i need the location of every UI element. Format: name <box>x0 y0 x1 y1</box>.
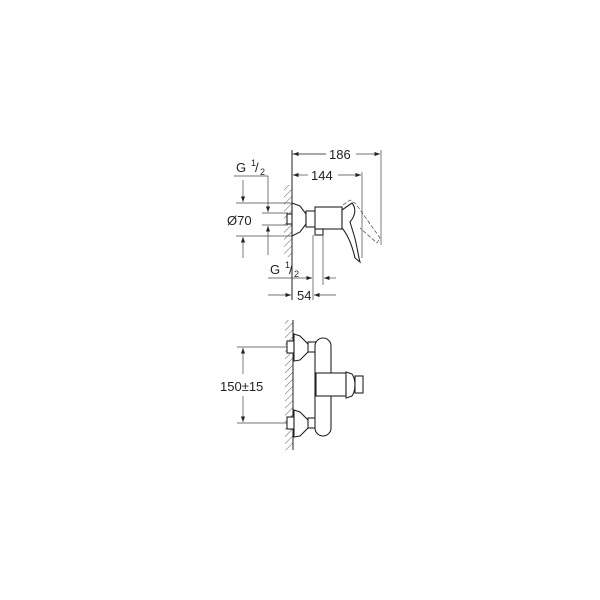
thread-bottom-den: 2 <box>294 269 299 279</box>
thread-top-den: 2 <box>260 167 265 177</box>
dim-150-label: 150±15 <box>220 379 263 394</box>
mixer-front-outline <box>286 333 364 438</box>
dim-diameter-70-label: Ø70 <box>227 213 252 228</box>
thread-top-num: 1 <box>251 158 256 168</box>
wall-hatch-front <box>285 320 293 450</box>
thread-top-label: G <box>236 160 246 175</box>
front-view: 150±15 <box>220 320 364 450</box>
dim-54-label: 54 <box>297 288 311 303</box>
thread-bottom-num: 1 <box>285 260 290 270</box>
thread-bottom-slash: / <box>289 262 293 277</box>
thread-bottom-label: G <box>270 262 280 277</box>
thread-top-slash: / <box>255 160 259 175</box>
side-view: 186 144 G 1 / 2 Ø70 G 1 / 2 54 <box>227 147 382 303</box>
dim-186-label: 186 <box>329 147 351 162</box>
mixer-side-outline <box>286 199 381 300</box>
dim-144-label: 144 <box>311 168 333 183</box>
